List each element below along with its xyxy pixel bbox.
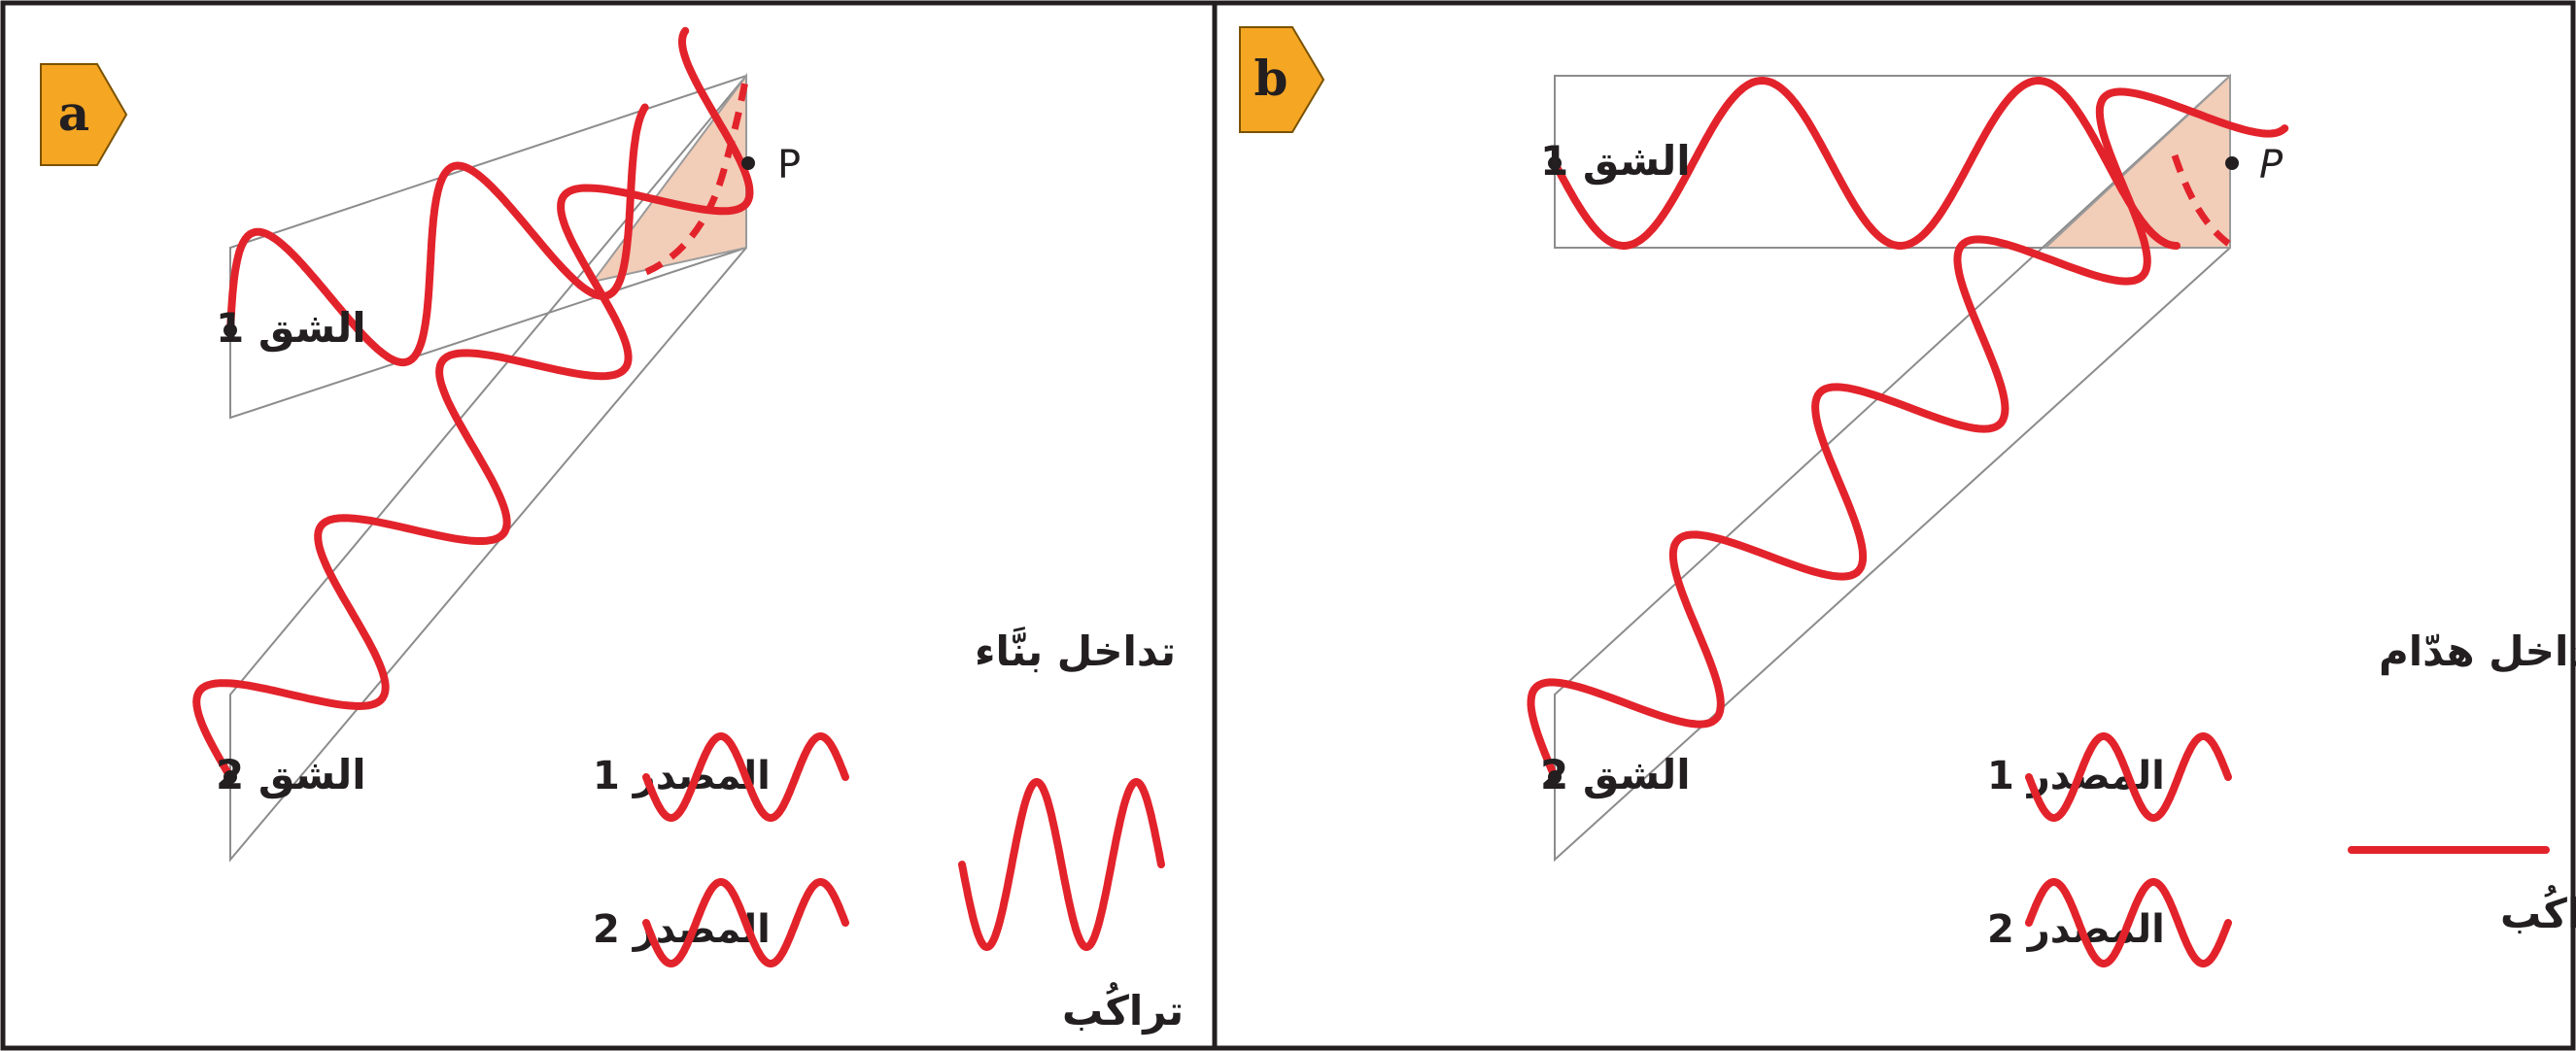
slit2-wave bbox=[192, 26, 754, 781]
badge-a-letter: a bbox=[58, 85, 89, 142]
point-p-label: P bbox=[2259, 143, 2284, 187]
superposition-label: تراكُب bbox=[2500, 885, 2576, 938]
slit2-dot bbox=[223, 770, 237, 784]
source2-legend-wave bbox=[2025, 878, 2232, 967]
slit1-label: الشق 1 bbox=[1540, 137, 1691, 186]
superposition-legend-wave bbox=[958, 778, 1165, 951]
superposition-label: تراكُب bbox=[1062, 982, 1184, 1035]
badge-b-letter: b bbox=[1254, 50, 1288, 107]
source1-legend-wave bbox=[2025, 732, 2232, 822]
point-p-dot bbox=[2225, 156, 2239, 170]
slit1-label: الشق 1 bbox=[216, 304, 366, 353]
source2-legend-wave bbox=[642, 878, 849, 967]
slit1-dot bbox=[223, 323, 237, 337]
badge-b-arrow bbox=[1239, 26, 1325, 133]
slit1-wave bbox=[226, 103, 649, 367]
badge-b: b bbox=[1239, 26, 1325, 133]
slit2-label: الشق 2 bbox=[216, 751, 366, 799]
slit2-dot bbox=[1548, 770, 1562, 784]
badge-a: a bbox=[40, 63, 128, 166]
panel-b: b P الشق 1 الشق 2 تداخل هدّام المصدر 1 ا… bbox=[1239, 26, 2576, 967]
slit1-wave bbox=[1551, 77, 2181, 250]
interference-title: تداخل هدّام bbox=[2379, 627, 2576, 676]
source1-legend-wave bbox=[642, 732, 849, 822]
badge-a-arrow bbox=[40, 63, 128, 166]
slit1-dot bbox=[1548, 156, 1562, 170]
interference-title: تداخل بنَّاء bbox=[975, 626, 1176, 675]
slit2-wave bbox=[1527, 87, 2289, 781]
panel-a: a P الشق 1 الشق 2 تداخل بنَّاء المصدر 1 … bbox=[40, 26, 1184, 1035]
slit1-wave-continuation bbox=[2171, 153, 2233, 248]
point-p-dot bbox=[741, 156, 755, 170]
point-p-label: P bbox=[777, 143, 801, 187]
slit1-wave-continuation bbox=[644, 75, 750, 276]
slit2-label: الشق 2 bbox=[1540, 751, 1691, 799]
